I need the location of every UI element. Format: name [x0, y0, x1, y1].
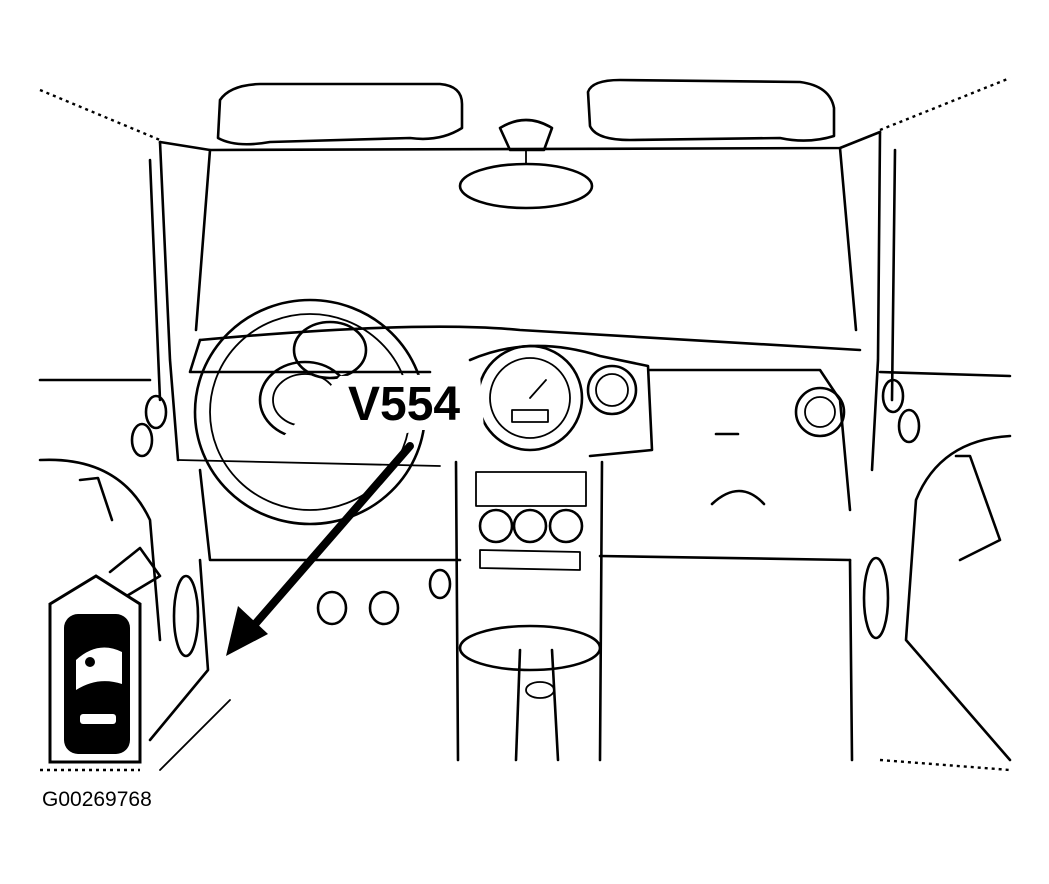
radio-unit	[475, 471, 587, 507]
a-pillar-left-outer	[148, 158, 162, 402]
odometer	[511, 409, 549, 423]
door-left-edge	[38, 458, 162, 642]
toggle-switch-row	[479, 549, 581, 571]
a-pillar-left-inner	[158, 140, 180, 462]
door-left-bottom	[148, 558, 210, 742]
tachometer	[292, 320, 368, 380]
shifter-left	[514, 648, 522, 762]
window-switch-icon	[48, 574, 142, 764]
figure-id: G00269768	[42, 788, 152, 811]
speedometer-needle	[529, 379, 547, 399]
shifter-knob	[525, 681, 555, 699]
floor-edge-right	[879, 758, 1011, 772]
kick-panel-left	[198, 468, 462, 562]
door-left-speaker	[172, 574, 200, 658]
side-vent-left-2	[130, 422, 154, 458]
door-left-handle	[78, 476, 114, 522]
hvac-knob-center	[512, 508, 548, 544]
door-right-handle	[954, 454, 1002, 562]
a-pillar-right-inner	[870, 130, 882, 472]
windshield-right	[838, 146, 858, 332]
glovebox-bottom	[598, 554, 852, 562]
fuel-gauge	[586, 364, 638, 416]
dash-ledge-left	[188, 338, 432, 374]
center-stack-left	[454, 460, 460, 762]
pedal-right	[368, 590, 400, 626]
dashboard-top	[198, 325, 862, 352]
mirror-mount	[498, 118, 554, 152]
side-vent-right-2	[897, 408, 921, 444]
rearview-mirror	[458, 162, 594, 210]
shifter-right	[550, 648, 560, 762]
sun-visor-left	[216, 82, 464, 146]
door-right-frame	[848, 558, 854, 762]
roof-edge-right	[879, 76, 1011, 132]
hvac-knob-left	[478, 508, 514, 544]
callout-mask	[280, 374, 484, 446]
sun-visor-right	[586, 78, 836, 142]
floor-line-left	[159, 699, 231, 771]
a-pillar-right-outer	[890, 148, 897, 402]
side-vent-right	[881, 378, 905, 414]
passenger-vent	[794, 386, 846, 438]
door-right-edge	[904, 434, 1012, 762]
center-cluster-bezel	[468, 344, 654, 458]
pointer-arrow-icon	[226, 442, 414, 656]
windshield-left	[194, 148, 212, 332]
pedal-accelerator	[428, 568, 452, 600]
passenger-dash	[648, 368, 852, 512]
speedometer-face	[489, 357, 571, 439]
door-sill-right	[878, 370, 1012, 378]
passenger-vent-inner	[804, 396, 836, 428]
hvac-knob-right	[548, 508, 584, 544]
glovebox-handle	[710, 489, 766, 506]
fuel-gauge-face	[595, 373, 629, 407]
pedal-left	[316, 590, 348, 626]
windshield-top	[158, 130, 882, 152]
roof-edge-left	[39, 88, 161, 142]
door-left-armrest	[108, 546, 162, 602]
door-right-speaker	[862, 556, 890, 640]
shifter-boot	[458, 624, 602, 672]
component-label: V554	[348, 378, 460, 431]
side-vent-left	[144, 394, 168, 430]
center-stack-right	[598, 460, 604, 762]
